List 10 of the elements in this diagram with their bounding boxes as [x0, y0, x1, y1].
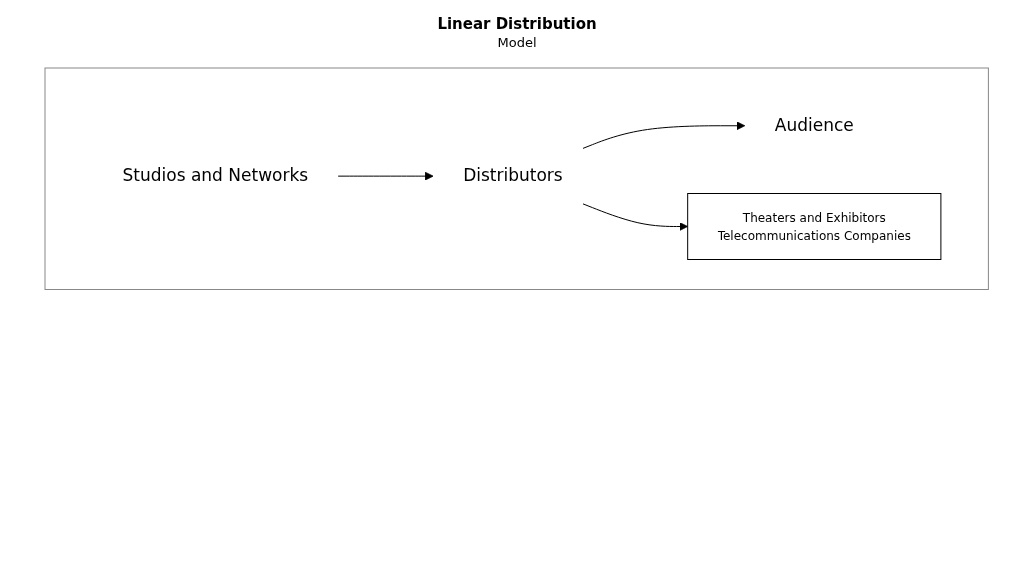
node-text: Studios and Networks: [122, 165, 309, 186]
subtitle-text: Model: [497, 35, 537, 50]
arrow: [582, 203, 689, 231]
node-box: Theaters and Exhibitors Telecommunications Companies: [687, 193, 942, 260]
diagram-title: Linear Distribution: [437, 15, 597, 33]
node-text: Distributors: [463, 165, 563, 186]
arrow: [582, 121, 746, 149]
arrow: [337, 171, 434, 181]
cluster: [44, 67, 990, 290]
node-text: Audience: [775, 115, 855, 135]
